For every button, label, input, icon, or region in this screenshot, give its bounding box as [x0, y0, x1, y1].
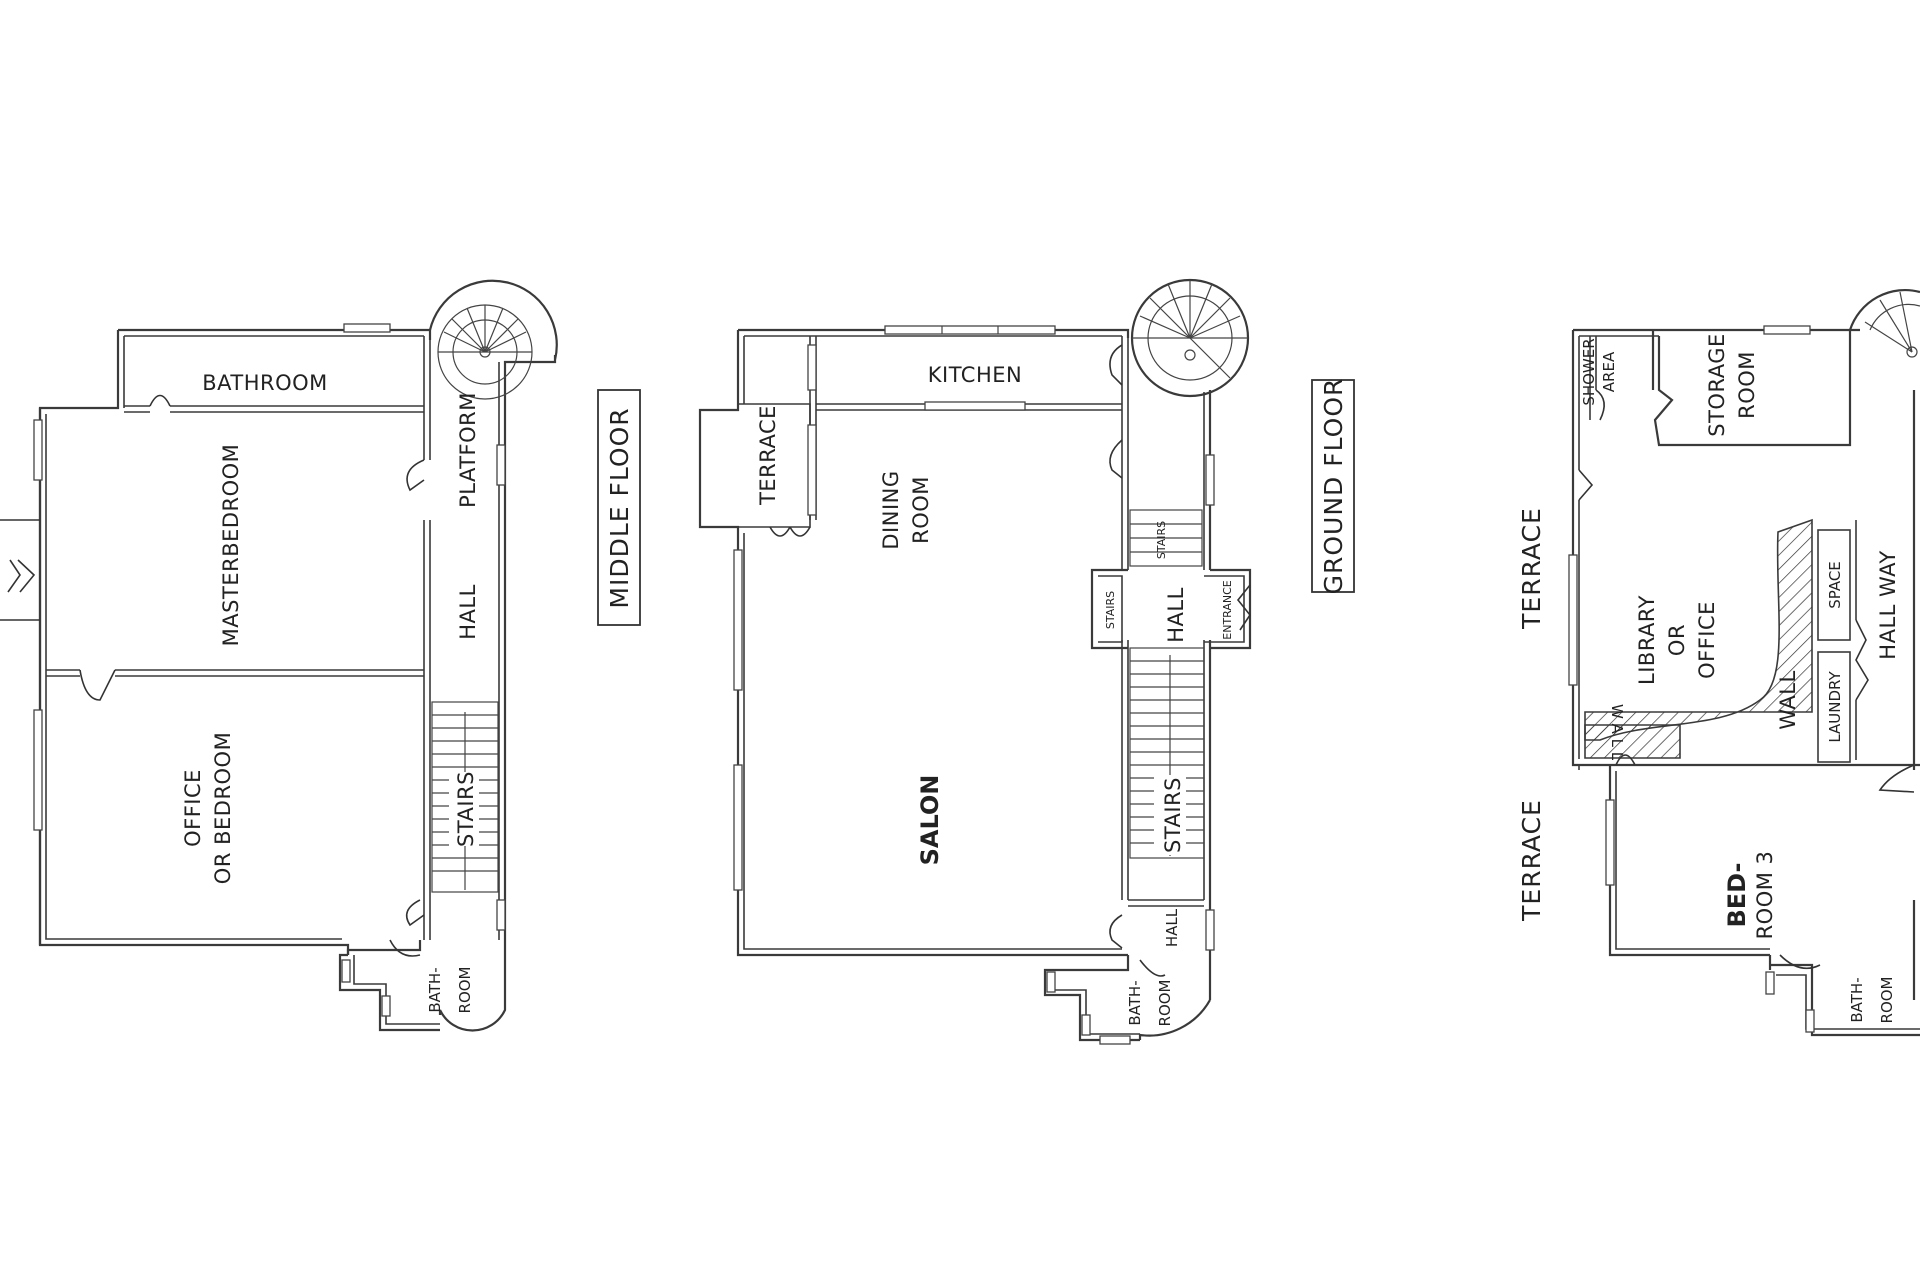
door-swing	[1615, 754, 1636, 766]
door-swing	[1855, 619, 1869, 701]
room-label-entrance: ENTRANCE	[1221, 580, 1234, 640]
spiral-stair-treads	[1132, 280, 1248, 379]
floor-title-ground: GROUND FLOOR	[1319, 378, 1348, 595]
room-label-bed-line2: ROOM 3	[1753, 851, 1777, 940]
middle-stair-treads	[432, 712, 498, 890]
room-label-bath-line2: ROOM	[456, 967, 474, 1014]
room-label-terrace: TERRACE	[756, 405, 780, 506]
room-label-laundry: LAUNDRY	[1826, 670, 1844, 742]
middle-floor-plan: BATHROOM MASTERBEDROOM PLATFORM HALL OFF…	[0, 279, 641, 1032]
window	[341, 959, 351, 983]
door-swing	[1578, 469, 1594, 501]
door-swing	[1595, 389, 1605, 421]
window	[924, 401, 1026, 411]
room-label-bath-line1: BATH-	[1126, 980, 1144, 1025]
room-label-platform: PLATFORM	[456, 392, 480, 508]
hatched-wall-vertical	[1584, 724, 1681, 759]
stairs-label-bg	[449, 772, 479, 846]
room-label-library-line3: OFFICE	[1695, 601, 1719, 679]
window	[343, 323, 391, 333]
entrance-door	[1236, 584, 1251, 631]
room-label-office-line2: OR BEDROOM	[211, 732, 235, 884]
window	[496, 899, 506, 931]
lower-floor-plan: SHOWER AREA STORAGE ROOM TERRACE LIBRARY…	[1517, 289, 1920, 1037]
label-wall-vertical: W A L L	[1608, 704, 1626, 761]
window	[33, 709, 43, 831]
room-label-bath-line1: BATH-	[1848, 977, 1866, 1022]
room-label-stairs-main: STAIRS	[1161, 777, 1185, 853]
window	[33, 419, 43, 481]
room-label-salon: SALON	[916, 775, 944, 866]
room-label-bath-line2: ROOM	[1878, 977, 1896, 1024]
french-door	[0, 519, 40, 621]
window	[1081, 1014, 1091, 1036]
window	[1099, 1035, 1131, 1045]
window	[1765, 971, 1775, 995]
window	[496, 444, 506, 486]
door-swing	[1878, 764, 1915, 793]
ground-upper-stair-treads	[1130, 523, 1202, 553]
room-label-masterbedroom: MASTERBEDROOM	[219, 444, 243, 647]
room-label-bath-line2: ROOM	[1156, 980, 1174, 1027]
room-label-stairs-small: STAIRS	[1155, 521, 1168, 559]
spiral-stair-treads	[438, 305, 532, 353]
door-swing	[405, 899, 425, 927]
window	[1205, 454, 1215, 506]
door-swing	[79, 669, 116, 701]
room-label-stairs-left: STAIRS	[1104, 591, 1117, 629]
room-label-hall: HALL	[1164, 587, 1188, 643]
room-label-storage-line2: ROOM	[1735, 351, 1759, 419]
room-label-bathroom: BATHROOM	[202, 371, 328, 395]
floor-title-middle: MIDDLE FLOOR	[605, 407, 634, 608]
room-label-space: SPACE	[1826, 561, 1844, 609]
door-swing	[1109, 344, 1123, 386]
stairs-label-bg	[1154, 775, 1186, 855]
door-swing	[406, 459, 425, 492]
room-label-dining-line2: ROOM	[909, 476, 933, 544]
room-label-bed-line1: BED-	[1723, 862, 1751, 927]
room-label-terrace-upper: TERRACE	[1517, 507, 1546, 630]
room-label-hall-small: HALL	[1163, 908, 1181, 947]
room-label-shower-line2: AREA	[1600, 351, 1618, 392]
door-swing	[1109, 914, 1123, 949]
window	[733, 764, 743, 891]
door-swing	[149, 394, 171, 407]
ground-floor-plan: KITCHEN TERRACE DINING ROOM STAIRS STAIR…	[698, 278, 1355, 1045]
room-label-bath-line1: BATH-	[426, 967, 444, 1012]
window	[1763, 325, 1811, 335]
room-label-hallway: HALL WAY	[1876, 550, 1900, 659]
window	[884, 325, 1056, 335]
window	[1568, 554, 1578, 686]
door-swing	[389, 939, 421, 957]
floor-title-box	[1311, 379, 1355, 593]
window	[1046, 971, 1056, 993]
window	[733, 549, 743, 691]
door-swing	[1109, 439, 1123, 479]
room-label-stairs: STAIRS	[454, 771, 478, 847]
room-label-dining-line1: DINING	[879, 470, 903, 549]
window	[1805, 1009, 1815, 1033]
door-swing	[1779, 954, 1821, 970]
door-swing	[769, 526, 811, 537]
floor-title-box	[597, 389, 641, 626]
room-label-kitchen: KITCHEN	[928, 363, 1023, 387]
label-wall-curve: WALL	[1776, 670, 1800, 729]
window	[381, 995, 391, 1017]
spiral-stair-treads	[1864, 291, 1913, 353]
window	[807, 344, 817, 391]
room-label-storage-line1: STORAGE	[1705, 333, 1729, 436]
window	[1205, 909, 1215, 951]
room-label-library-line2: OR	[1665, 624, 1689, 656]
window	[807, 424, 817, 516]
room-label-office-line1: OFFICE	[181, 769, 205, 847]
room-label-library-line1: LIBRARY	[1635, 595, 1659, 685]
room-label-hall: HALL	[456, 584, 480, 640]
room-label-terrace-lower: TERRACE	[1517, 799, 1546, 922]
room-label-shower-line1: SHOWER	[1580, 338, 1598, 405]
window	[1605, 799, 1615, 886]
door-swing	[1139, 959, 1166, 977]
